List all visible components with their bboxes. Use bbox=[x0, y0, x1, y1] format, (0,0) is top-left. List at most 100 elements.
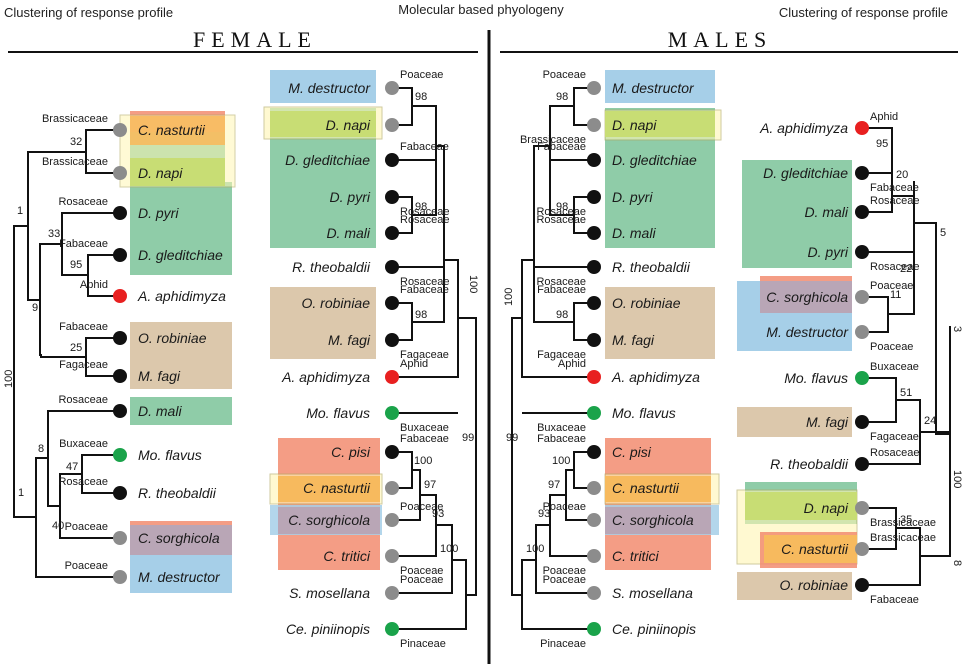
species-label: O. robiniae bbox=[612, 295, 681, 311]
family-label: Brassicaceae bbox=[42, 113, 108, 125]
species-label: R. theobaldii bbox=[612, 259, 691, 275]
support-value: 9 bbox=[32, 302, 38, 314]
species-label: C. sorghicola bbox=[288, 512, 370, 528]
support-value: 97 bbox=[424, 479, 436, 491]
taxon-dot bbox=[587, 153, 601, 167]
support-value: 100 bbox=[440, 543, 458, 555]
taxon-dot bbox=[587, 190, 601, 204]
species-label: C. nasturtii bbox=[612, 480, 680, 496]
box-orange bbox=[130, 116, 225, 145]
support-value: 8 bbox=[951, 560, 963, 566]
family-label: Fabaceae bbox=[400, 433, 449, 445]
branch bbox=[862, 377, 897, 423]
species-label: A. aphidimyza bbox=[611, 369, 700, 385]
support-value: 35 bbox=[900, 514, 912, 526]
species-label: C. nasturtii bbox=[781, 541, 849, 557]
taxon-dot bbox=[587, 370, 601, 384]
taxon-dot bbox=[385, 260, 399, 274]
taxon-dot bbox=[113, 331, 127, 345]
support-value: 20 bbox=[896, 169, 908, 181]
box-tan bbox=[605, 287, 715, 359]
taxon-dot bbox=[587, 81, 601, 95]
box-yellowgreen bbox=[270, 111, 376, 137]
species-label: D. pyri bbox=[138, 205, 179, 221]
family-label: Rosaceae bbox=[870, 447, 920, 459]
support-value: 32 bbox=[70, 136, 82, 148]
branch bbox=[13, 225, 36, 518]
taxon-dot bbox=[855, 290, 869, 304]
support-value: 47 bbox=[66, 461, 78, 473]
box-grayblue bbox=[605, 507, 711, 534]
family-label: Poaceae bbox=[870, 280, 913, 292]
support-value: 93 bbox=[538, 508, 550, 520]
species-label: D. gleditchiae bbox=[285, 152, 370, 168]
taxon-dot bbox=[855, 245, 869, 259]
taxon-dot bbox=[587, 622, 601, 636]
taxon-dot bbox=[113, 248, 127, 262]
taxon-dot bbox=[587, 406, 601, 420]
species-label: D. mali bbox=[804, 204, 848, 220]
species-label: R. theobaldii bbox=[292, 259, 371, 275]
female-title: FEMALE bbox=[193, 27, 317, 52]
support-value: 98 bbox=[415, 201, 427, 213]
support-value: 40 bbox=[52, 520, 64, 532]
box-green bbox=[742, 160, 852, 268]
species-label: D. pyri bbox=[330, 189, 371, 205]
taxon-dot bbox=[385, 190, 399, 204]
family-label: Rosaceae bbox=[400, 276, 450, 288]
species-label: C. sorghicola bbox=[766, 289, 848, 305]
taxon-dot bbox=[385, 549, 399, 563]
family-label: Buxaceae bbox=[870, 361, 919, 373]
taxon-dot bbox=[587, 296, 601, 310]
family-label: Aphid bbox=[558, 358, 586, 370]
box-blue bbox=[130, 555, 232, 593]
branch bbox=[549, 105, 574, 187]
taxon-dot bbox=[855, 121, 869, 135]
branch bbox=[458, 317, 477, 596]
box-orange bbox=[764, 535, 857, 563]
species-label: Ce. piniinopis bbox=[286, 621, 370, 637]
taxon-dot bbox=[587, 226, 601, 240]
taxon-dot bbox=[855, 457, 869, 471]
family-label: Rosaceae bbox=[536, 206, 586, 218]
species-label: M. fagi bbox=[806, 414, 849, 430]
branch bbox=[511, 317, 522, 596]
species-label: M. fagi bbox=[612, 332, 655, 348]
species-label: O. robiniae bbox=[138, 330, 207, 346]
taxon-dot bbox=[385, 118, 399, 132]
family-label: Fabaceae bbox=[59, 321, 108, 333]
taxon-dot bbox=[855, 542, 869, 556]
taxon-dot bbox=[855, 501, 869, 515]
taxon-dot bbox=[385, 445, 399, 459]
family-label: Rosaceae bbox=[58, 394, 108, 406]
branch bbox=[914, 222, 950, 435]
branch bbox=[392, 159, 437, 216]
species-label: D. pyri bbox=[612, 189, 653, 205]
support-value: 97 bbox=[548, 479, 560, 491]
family-label: Aphid bbox=[80, 279, 108, 291]
species-label: R. theobaldii bbox=[770, 456, 849, 472]
support-value: 93 bbox=[432, 508, 444, 520]
taxon-dot bbox=[385, 333, 399, 347]
species-label: C. tritici bbox=[612, 548, 660, 564]
taxon-dot bbox=[113, 206, 127, 220]
family-label: Poaceae bbox=[400, 574, 443, 586]
species-label: O. robiniae bbox=[780, 577, 849, 593]
species-label: D. napi bbox=[804, 500, 849, 516]
taxon-dot bbox=[587, 333, 601, 347]
species-label: M. destructor bbox=[766, 324, 849, 340]
family-label: Poaceae bbox=[400, 501, 443, 513]
family-label: Fabaceae bbox=[870, 594, 919, 606]
species-label: R. theobaldii bbox=[138, 485, 217, 501]
support-value: 100 bbox=[552, 455, 570, 467]
family-label: Poaceae bbox=[543, 574, 586, 586]
male-phylogeny: 98 98 98 100 97 93 100 99 100 PoaceaeM. … bbox=[503, 69, 722, 650]
family-label: Poaceae bbox=[543, 501, 586, 513]
taxon-dot bbox=[587, 586, 601, 600]
branch bbox=[392, 145, 445, 268]
family-label: Aphid bbox=[400, 358, 428, 370]
taxon-dot bbox=[113, 369, 127, 383]
